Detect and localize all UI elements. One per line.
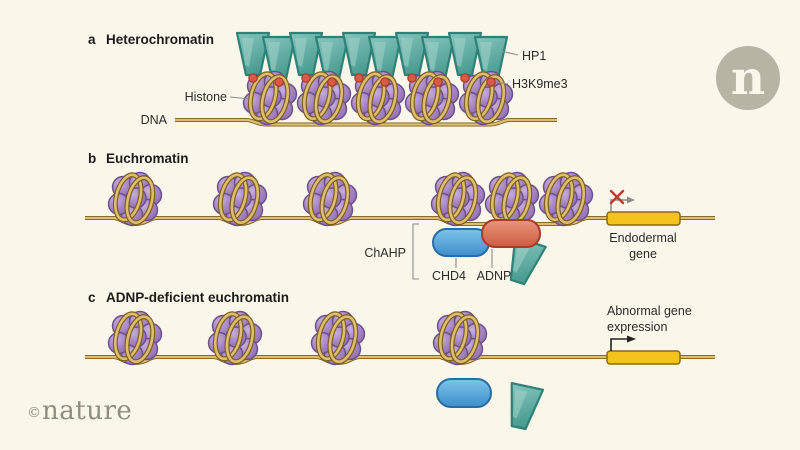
nucleosome-row-a	[244, 71, 513, 124]
panel-b-title: Euchromatin	[106, 151, 189, 166]
nature-logo-circle	[716, 46, 780, 110]
nucleosome	[214, 172, 267, 225]
transcription-arrow-icon	[610, 335, 636, 351]
hp1-label: HP1	[522, 49, 546, 63]
h3k9me3-mark	[301, 73, 311, 83]
nucleosome	[304, 172, 357, 225]
adnp-label: ADNP	[477, 269, 512, 283]
nucleosome	[109, 172, 162, 225]
chd4-protein	[432, 228, 490, 257]
nature-corner-logo: n	[716, 46, 780, 110]
nucleosome	[312, 311, 365, 364]
endodermal-gene-box	[606, 211, 681, 226]
h3k9me3-mark	[274, 77, 284, 87]
nucleosome	[109, 311, 162, 364]
copyright-icon: ©	[27, 405, 41, 421]
endodermal-gene-label-line2: gene	[629, 247, 657, 261]
panel-c-title: ADNP-deficient euchromatin	[106, 290, 289, 305]
hp1-connector	[500, 50, 519, 56]
histone-connector	[229, 96, 251, 100]
histone-label: Histone	[185, 90, 227, 104]
abnormal-gene-box	[606, 350, 681, 365]
h3k9me3-mark	[433, 77, 443, 87]
h3k9me3-label: H3K9me3	[512, 77, 568, 91]
nature-brand-text: nature	[42, 396, 132, 426]
h3k9me3-connector	[495, 81, 509, 85]
chahp-complex	[432, 219, 547, 289]
panel-a-heterochromatin: a Heterochromatin	[88, 31, 568, 127]
free-chd4-protein	[436, 378, 492, 408]
nature-logo-letter: n	[731, 51, 765, 106]
panel-c-letter: c	[88, 290, 96, 305]
chahp-bracket	[412, 223, 419, 280]
adnp-protein	[481, 219, 541, 248]
abnormal-expression-label-line2: expression	[607, 320, 667, 334]
nucleosome	[432, 172, 485, 225]
h3k9me3-mark	[248, 73, 258, 83]
h3k9me3-mark	[354, 73, 364, 83]
nature-wordmark: © nature	[27, 396, 132, 426]
red-x-icon	[609, 189, 625, 205]
panel-a-title: Heterochromatin	[106, 32, 214, 47]
nucleosome	[486, 172, 539, 225]
chd4-label: CHD4	[432, 269, 466, 283]
panel-a-letter: a	[88, 32, 96, 47]
nucleosome	[209, 311, 262, 364]
abnormal-expression-label-line1: Abnormal gene	[607, 304, 692, 318]
dna-label: DNA	[141, 113, 168, 127]
h3k9me3-mark	[486, 77, 496, 87]
nucleosome	[540, 172, 593, 225]
h3k9me3-mark	[380, 77, 390, 87]
h3k9me3-mark	[327, 77, 337, 87]
h3k9me3-mark	[407, 73, 417, 83]
free-teal-subunit	[501, 382, 545, 432]
h3k9me3-mark	[460, 73, 470, 83]
panel-c-adnp-deficient: c ADNP-deficient euchromatin Abnormal ge…	[85, 290, 715, 432]
panel-b-euchromatin: b Euchromatin Endodermal gene	[85, 151, 715, 289]
nucleosome	[434, 311, 487, 364]
panel-b-letter: b	[88, 151, 96, 166]
chahp-label: ChAHP	[364, 246, 406, 260]
endodermal-gene-label-line1: Endodermal	[609, 231, 676, 245]
